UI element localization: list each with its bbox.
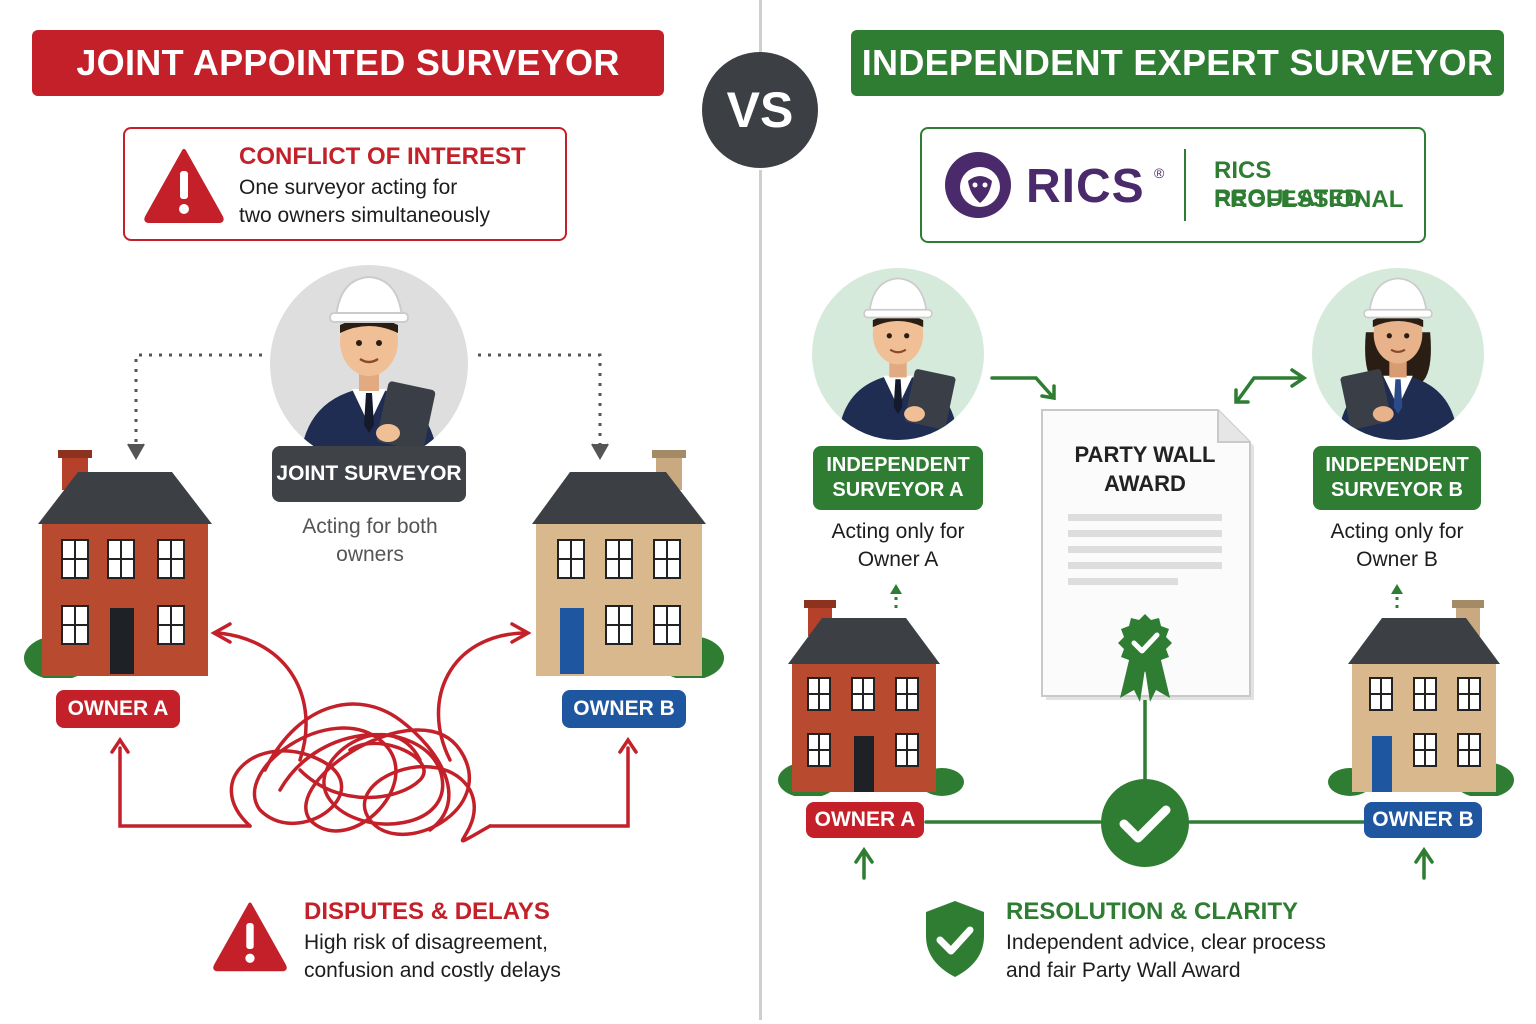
shield-check-icon	[926, 901, 984, 977]
surveyor-icon	[838, 277, 958, 440]
resolution-line-1: Independent advice, clear process	[1006, 931, 1326, 954]
disputes-line-1: High risk of disagreement,	[304, 931, 548, 954]
warning-icon	[213, 902, 287, 972]
independent-surveyor-banner: INDEPENDENT EXPERT SURVEYOR	[851, 30, 1504, 96]
surveyor-a-caption-1: Acting only for	[831, 520, 965, 543]
resolution-title: RESOLUTION & CLARITY	[1006, 898, 1298, 925]
left-owner-b-tag: OWNER B	[562, 690, 686, 728]
surveyor-b-tag-line-1: INDEPENDENT	[1325, 454, 1469, 476]
joint-surveyor-caption-1: Acting for both	[302, 515, 438, 538]
rics-box: RICS ® RICS REGULATED PROFESSIONAL	[920, 127, 1426, 243]
joint-surveyor-banner: JOINT APPOINTED SURVEYOR	[32, 30, 664, 96]
warning-icon	[144, 149, 224, 223]
surveyor-icon	[1338, 277, 1458, 440]
center-divider	[759, 170, 762, 1020]
surveyor-icon	[300, 275, 438, 463]
check-icon	[1101, 779, 1189, 867]
rics-regulated-line-1: RICS REGULATED	[1214, 157, 1362, 212]
rics-logo-text: RICS	[1026, 160, 1145, 213]
conflict-line-1: One surveyor acting for	[239, 176, 458, 199]
joint-surveyor-avatar	[270, 265, 468, 463]
joint-surveyor-label: JOINT SURVEYOR	[272, 446, 466, 502]
rics-lion-icon	[945, 152, 1011, 218]
right-owner-b-tag: OWNER B	[1364, 802, 1482, 838]
independent-surveyor-a-tag: INDEPENDENT SURVEYOR A	[813, 446, 983, 510]
left-owner-a-tag: OWNER A	[56, 690, 180, 728]
surveyor-b-tag-line-2: SURVEYOR B	[1331, 479, 1463, 501]
independent-surveyor-a-avatar	[812, 268, 984, 440]
right-owner-a-tag: OWNER A	[806, 802, 924, 838]
surveyor-b-caption-1: Acting only for	[1330, 520, 1464, 543]
left-house-owner-a	[24, 450, 212, 678]
right-house-owner-a	[778, 600, 964, 796]
conflict-title: CONFLICT OF INTEREST	[239, 143, 526, 170]
divider-top	[759, 0, 762, 52]
surveyor-b-caption-2: Owner B	[1356, 548, 1438, 571]
surveyor-a-tag-line-2: SURVEYOR A	[832, 479, 964, 501]
resolution-line-2: and fair Party Wall Award	[1006, 959, 1241, 982]
rics-divider	[1184, 149, 1186, 221]
conflict-of-interest-box: CONFLICT OF INTEREST One surveyor acting…	[123, 127, 567, 241]
left-house-owner-b	[532, 450, 724, 678]
right-house-owner-b	[1328, 600, 1514, 796]
surveyor-a-tag-line-1: INDEPENDENT	[826, 454, 970, 476]
rics-regulated-line-2: PROFESSIONAL	[1214, 186, 1404, 213]
disputes-title: DISPUTES & DELAYS	[304, 898, 550, 925]
right-connector-lines	[854, 368, 1434, 880]
left-connector-lines	[110, 353, 638, 843]
joint-surveyor-caption-2: owners	[336, 543, 404, 566]
independent-surveyor-b-avatar	[1312, 268, 1484, 440]
award-ribbon-icon	[1118, 614, 1172, 702]
award-title-line-1: PARTY WALL	[1074, 442, 1216, 467]
conflict-line-2: two owners simultaneously	[239, 204, 490, 227]
rics-registered-mark: ®	[1154, 165, 1165, 181]
surveyor-a-caption-2: Owner A	[857, 548, 939, 571]
independent-surveyor-b-tag: INDEPENDENT SURVEYOR B	[1313, 446, 1481, 510]
vs-badge: VS	[702, 52, 818, 168]
disputes-line-2: confusion and costly delays	[304, 959, 561, 982]
party-wall-award-document	[1041, 409, 1254, 700]
award-title-line-2: AWARD	[1104, 471, 1186, 496]
